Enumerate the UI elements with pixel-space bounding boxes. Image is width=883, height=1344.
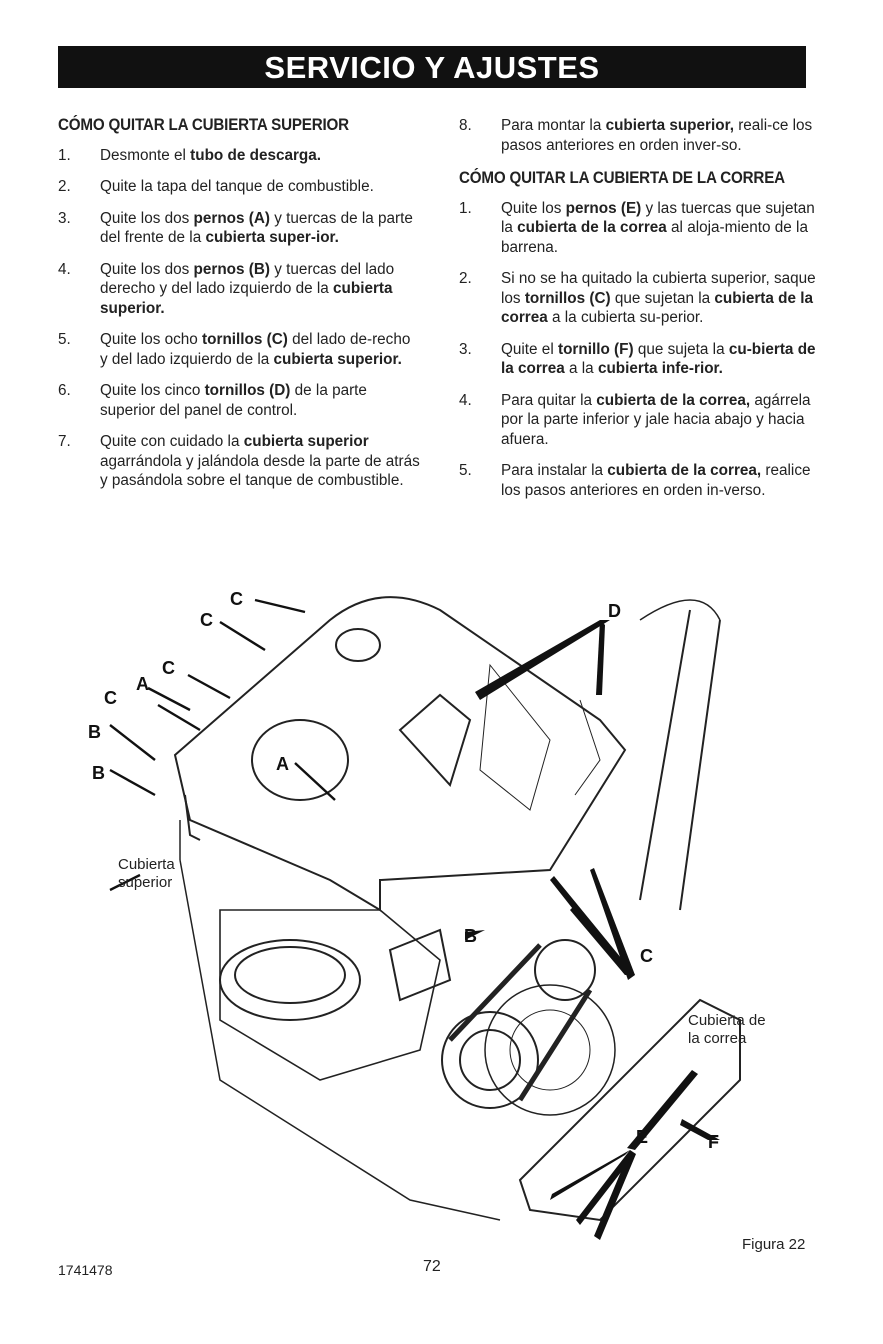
step-item: 2. Quite la tapa del tanque de combustibl… <box>58 177 422 197</box>
top-cover-steps: 1. Desmonte el tubo de descarga. 2. Quite l… <box>58 146 422 491</box>
step-number: 8. <box>459 117 472 134</box>
belt-cover-steps: 1. Quite los pernos (E) y las tuercas que… <box>459 199 823 501</box>
step-text: Quite el tornillo (F) que sujeta la cu-b… <box>501 340 816 378</box>
wheel <box>484 984 616 1116</box>
step-text: Para instalar la cubierta de la correa, … <box>501 462 811 499</box>
step-item: 5. Quite los ocho tornillos (C) del lado … <box>58 330 422 369</box>
step-item: 2. Si no se ha quitado la cubierta superi… <box>459 269 823 328</box>
step-number: 6. <box>58 382 71 399</box>
label-c-2: C <box>200 610 213 630</box>
step-text: Quite la tapa del tanque de combustible. <box>100 178 374 195</box>
step-text: Para montar la cubierta superior, reali-… <box>501 117 813 154</box>
step-number: 2. <box>459 270 472 287</box>
step-item: 3. Quite los dos pernos (A) y tuercas de … <box>58 209 422 248</box>
step-text: Quite los cinco tornillos (D) de la part… <box>100 382 367 419</box>
fuel-cap <box>335 628 381 662</box>
step-number: 4. <box>58 260 71 278</box>
step-text: Quite los dos pernos (B) y tuercas del l… <box>100 260 395 317</box>
label-d: D <box>608 601 621 621</box>
label-c-4: C <box>104 688 117 708</box>
handle-bar <box>639 609 721 911</box>
step-text: Quite los dos pernos (A) y tuercas de la… <box>100 209 413 247</box>
step-number: 7. <box>58 433 71 450</box>
label-f: F <box>708 1132 719 1152</box>
step-item: 4. Para quitar la cubierta de la correa, … <box>459 391 823 450</box>
doc-number: 1741478 <box>58 1262 113 1278</box>
step-number: 1. <box>58 146 71 164</box>
step-text: Quite los ocho tornillos (C) del lado de… <box>100 331 411 368</box>
label-a-2: A <box>276 754 289 774</box>
step-text: Quite con cuidado la cubierta superior a… <box>100 433 420 489</box>
step-number: 5. <box>58 331 71 348</box>
step-item: 5. Para instalar la cubierta de la correa… <box>459 461 823 500</box>
step-item: 6. Quite los cinco tornillos (D) de la pa… <box>58 381 422 420</box>
label-c-5: C <box>640 946 653 966</box>
step-item: 8. Para montar la cubierta superior, real… <box>459 116 823 155</box>
step-number: 3. <box>459 340 472 358</box>
label-b-3: B <box>464 926 477 946</box>
section-banner: SERVICIO Y AJUSTES <box>58 46 806 88</box>
step-item: 7. Quite con cuidado la cubierta superior… <box>58 432 422 491</box>
figure-caption: Figura 22 <box>742 1236 806 1253</box>
right-column: 8. Para montar la cubierta superior, real… <box>459 116 823 512</box>
step-number: 3. <box>58 209 71 227</box>
label-cubierta-correa: Cubierta de la correa <box>688 1012 766 1047</box>
heading-belt-cover: CÓMO QUITAR LA CUBIERTA DE LA CORREA <box>459 169 785 187</box>
label-c-1: C <box>230 589 243 609</box>
page-number: 72 <box>423 1258 441 1275</box>
belt-cover <box>518 998 741 1222</box>
step-item: 4. Quite los dos pernos (B) y tuercas del… <box>58 260 422 319</box>
upper-pulley <box>534 939 596 1001</box>
step-text: Quite los pernos (E) y las tuercas que s… <box>501 199 815 256</box>
step-text: Para quitar la cubierta de la correa, ag… <box>501 391 811 448</box>
step-number: 2. <box>58 178 71 195</box>
step-text: Desmonte el tubo de descarga. <box>100 146 322 164</box>
snowblower-diagram: C C C A C B B A D B C E F <box>88 589 741 1240</box>
step-number: 1. <box>459 199 472 217</box>
left-column: CÓMO QUITAR LA CUBIERTA SUPERIOR 1. Desmo… <box>58 116 422 503</box>
step-item: 1. Desmonte el tubo de descarga. <box>58 146 422 166</box>
top-cover-outline <box>173 596 627 912</box>
lower-pulley <box>441 1011 539 1109</box>
label-a-1: A <box>136 674 149 694</box>
step-item: 3. Quite el tornillo (F) que sujeta la cu… <box>459 340 823 379</box>
label-cubierta-superior: Cubierta superior <box>118 856 175 891</box>
step-text: Si no se ha quitado la cubierta superior… <box>501 270 816 326</box>
engine-body <box>219 909 441 1081</box>
step-number: 5. <box>459 462 472 479</box>
step-number: 4. <box>459 391 472 409</box>
label-b-1: B <box>88 722 101 742</box>
label-b-2: B <box>92 763 105 783</box>
heading-top-cover: CÓMO QUITAR LA CUBIERTA SUPERIOR <box>58 116 349 134</box>
drive-belt <box>448 943 593 1102</box>
top-cover-steps-cont: 8. Para montar la cubierta superior, real… <box>459 116 823 155</box>
label-e: E <box>636 1127 648 1147</box>
chute-opening <box>251 719 349 801</box>
step-item: 1. Quite los pernos (E) y las tuercas que… <box>459 199 823 258</box>
label-c-3: C <box>162 658 175 678</box>
